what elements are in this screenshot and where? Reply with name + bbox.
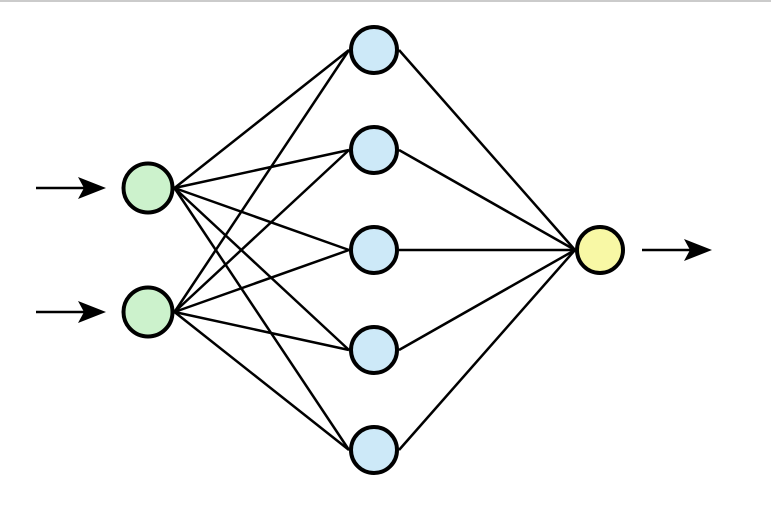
edge-hidden-5-output-1: [398, 249, 576, 451]
edge-input-1-hidden-3: [174, 186, 350, 252]
node-output-1: [575, 225, 625, 275]
node-hidden-2: [349, 125, 399, 175]
edge-hidden-1-output-1: [398, 49, 576, 251]
window-top-border: [0, 0, 771, 2]
output-arrow-head: [684, 239, 712, 261]
edge-input-2-hidden-3: [174, 248, 350, 314]
edge-input-1-hidden-5: [173, 187, 351, 451]
node-hidden-1: [349, 25, 399, 75]
edge-input-2-hidden-5: [173, 311, 350, 451]
edge-hidden-2-output-1: [398, 148, 576, 252]
edge-input-1-hidden-4: [173, 187, 350, 351]
edge-input-2-hidden-4: [174, 310, 350, 352]
node-input-1: [121, 161, 175, 215]
edge-hidden-4-output-1: [398, 248, 576, 352]
edge-input-1-hidden-1: [173, 49, 350, 189]
edge-input-2-hidden-1: [173, 49, 351, 313]
input-arrow-2-head: [78, 301, 106, 323]
edge-input-1-hidden-2: [174, 148, 350, 190]
node-input-2: [121, 285, 175, 339]
node-hidden-4: [349, 325, 399, 375]
input-arrow-1-head: [78, 177, 106, 199]
node-hidden-3: [349, 225, 399, 275]
edge-input-2-hidden-2: [173, 149, 350, 313]
node-hidden-5: [349, 425, 399, 475]
